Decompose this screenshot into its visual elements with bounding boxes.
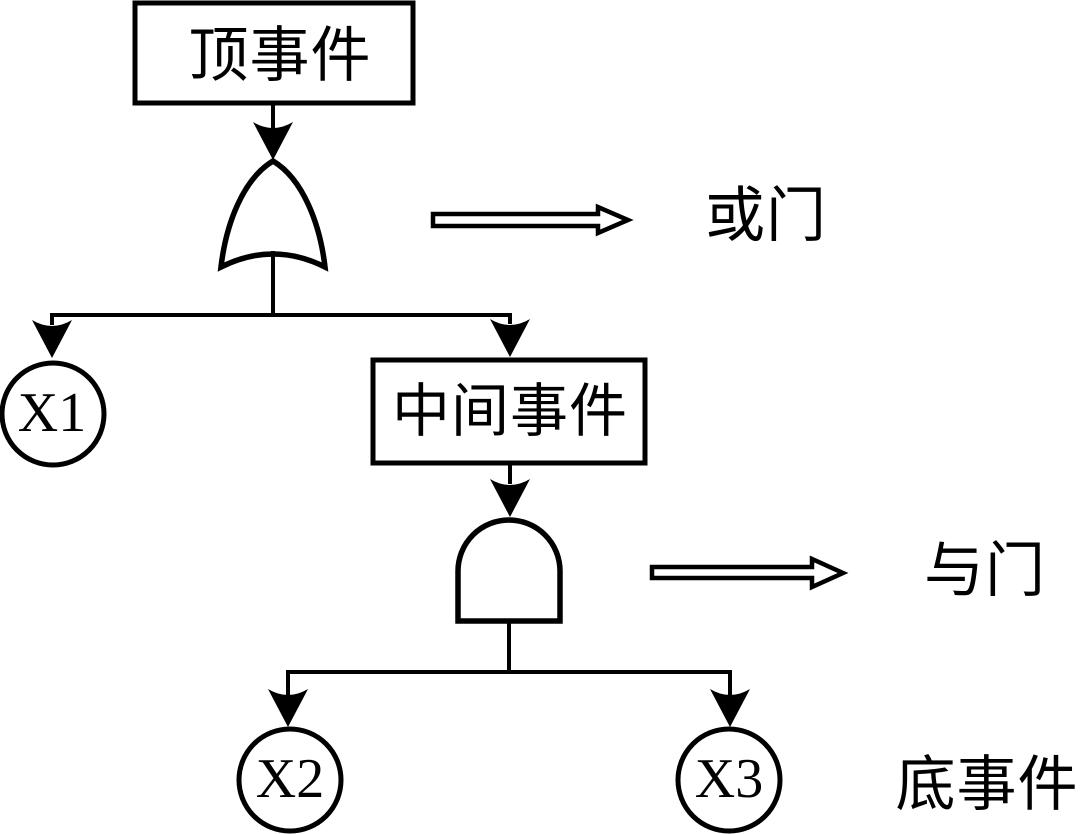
or-gate-annotation: 或门 (705, 183, 827, 249)
and-gate-icon (455, 517, 563, 624)
x3-circle (675, 726, 783, 834)
x2-label: X2 (255, 748, 325, 810)
arrowhead-into-x3 (710, 689, 750, 727)
x3-label: X3 (694, 748, 764, 810)
x2-circle (236, 726, 344, 834)
or-gate-callout-arrow-icon (430, 203, 634, 237)
or-branch-line (50, 313, 512, 325)
and-gate-annotation: 与门 (924, 538, 1046, 604)
and-branch-line (286, 670, 732, 695)
arrowhead-into-intermediate (490, 319, 530, 357)
or-gate-icon (217, 157, 329, 272)
x1-label: X1 (17, 382, 87, 444)
arrowhead-into-or-gate (253, 122, 293, 160)
arrowhead-into-and-gate (490, 479, 530, 517)
x1-circle (0, 360, 107, 468)
and-gate-callout-arrow-icon (649, 555, 849, 591)
bottom-events-annotation: 底事件 (895, 752, 1079, 818)
arrowhead-into-x2 (268, 689, 308, 727)
arrowhead-into-x1 (32, 320, 72, 358)
top-event-label: 顶事件 (188, 23, 372, 89)
intermediate-event-label: 中间事件 (391, 379, 629, 444)
